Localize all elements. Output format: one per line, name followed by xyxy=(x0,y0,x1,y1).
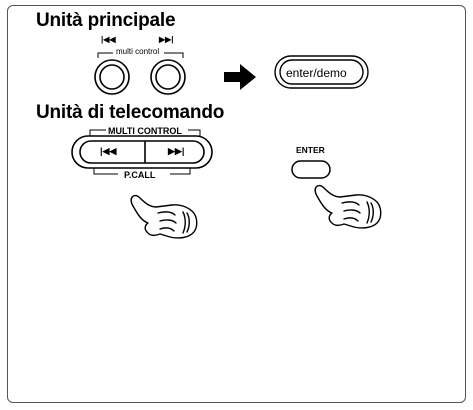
remote-multi-control-bracket xyxy=(89,129,201,136)
main-prev-knob[interactable] xyxy=(94,59,130,95)
main-unit-heading: Unità principale xyxy=(36,10,176,31)
main-multi-control-label: multi control xyxy=(116,47,160,56)
main-next-knob[interactable] xyxy=(150,59,186,95)
diagram-frame xyxy=(7,5,466,403)
enter-demo-button[interactable] xyxy=(274,55,369,89)
remote-prev-glyph: |◀◀ xyxy=(100,146,117,156)
remote-pcall-label: P.CALL xyxy=(124,170,156,180)
remote-multi-control-label: MULTI CONTROL xyxy=(108,126,182,136)
main-prev-glyph: |◀◀ xyxy=(101,35,116,44)
remote-unit-heading: Unità di telecomando xyxy=(36,102,225,123)
main-multi-control-bracket xyxy=(97,52,184,58)
remote-enter-label: ENTER xyxy=(296,145,325,155)
remote-next-glyph: ▶▶| xyxy=(168,146,185,156)
enter-demo-label: enter/demo xyxy=(286,66,347,80)
remote-multi-control-pad[interactable] xyxy=(71,135,213,169)
pointing-hand-icon xyxy=(130,194,198,239)
remote-enter-button[interactable] xyxy=(291,160,331,179)
pointing-hand-icon xyxy=(314,184,382,229)
main-next-glyph: ▶▶| xyxy=(159,35,174,44)
right-arrow-icon xyxy=(224,64,256,90)
remote-pcall-bracket xyxy=(93,168,191,175)
